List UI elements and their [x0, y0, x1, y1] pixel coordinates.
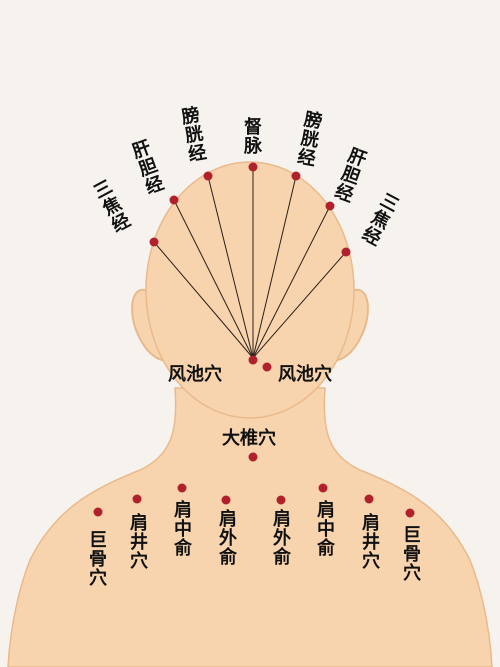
point-jianjing-right: [364, 494, 374, 504]
point-jianzhongshu-left: [177, 483, 187, 493]
label-jianjing-right: 肩井穴: [359, 513, 380, 570]
point-gandan-right: [325, 201, 335, 211]
point-fengchi-left: [248, 355, 258, 365]
point-sanjiao-left: [149, 237, 159, 247]
label-jianjing-left: 肩井穴: [127, 513, 148, 570]
label-dumai-wrap: 督脉: [241, 117, 262, 160]
line-pangguang-left: [207, 175, 254, 359]
label-jianzhongshu-right: 肩中俞: [314, 500, 335, 557]
point-jianwaishu-right: [276, 495, 286, 505]
point-jianzhongshu-right: [318, 483, 328, 493]
point-fengchi-right: [262, 362, 272, 372]
point-dazhui: [248, 452, 258, 462]
label-gandan-right-wrap: 肝胆经: [330, 144, 369, 208]
line-sanjiao-left: [153, 241, 254, 359]
line-gandan-left: [173, 199, 254, 359]
label-jianzhongshu-left: 肩中俞: [171, 500, 192, 557]
point-dumai: [248, 162, 258, 172]
label-pangguang-right-wrap: 膀胱经: [293, 109, 324, 172]
label-dazhui: 大椎穴: [222, 428, 276, 449]
label-dumai: 督脉: [241, 117, 262, 155]
line-pangguang-right: [252, 175, 297, 359]
label-fengchi-left: 风池穴: [168, 364, 222, 385]
head: [145, 161, 355, 419]
line-gandan-right: [252, 205, 331, 359]
label-sanjiao-right-wrap: 三焦经: [357, 188, 402, 252]
label-jianwaishu-left: 肩外俞: [216, 509, 237, 566]
line-sanjiao-right: [252, 251, 347, 359]
point-gandan-left: [169, 195, 179, 205]
point-sanjiao-right: [341, 247, 351, 257]
shoulders-body: [7, 387, 493, 667]
point-jugu-right: [405, 508, 415, 518]
point-jianjing-left: [132, 494, 142, 504]
label-fengchi-right: 风池穴: [278, 364, 332, 385]
label-jugu-right: 巨骨穴: [400, 525, 421, 582]
point-pangguang-left: [203, 171, 213, 181]
label-jugu-left: 巨骨穴: [86, 530, 107, 587]
meridian-lines: [153, 167, 347, 359]
label-pangguang-left-wrap: 膀胱经: [177, 105, 208, 168]
label-sanjiao-left-wrap: 三焦经: [88, 176, 133, 240]
label-gandan-left-wrap: 肝胆经: [127, 137, 166, 201]
point-pangguang-right: [291, 171, 301, 181]
point-jianwaishu-left: [221, 495, 231, 505]
point-jugu-left: [93, 507, 103, 517]
acupoints: [93, 162, 415, 518]
label-jianwaishu-right: 肩外俞: [270, 509, 291, 566]
